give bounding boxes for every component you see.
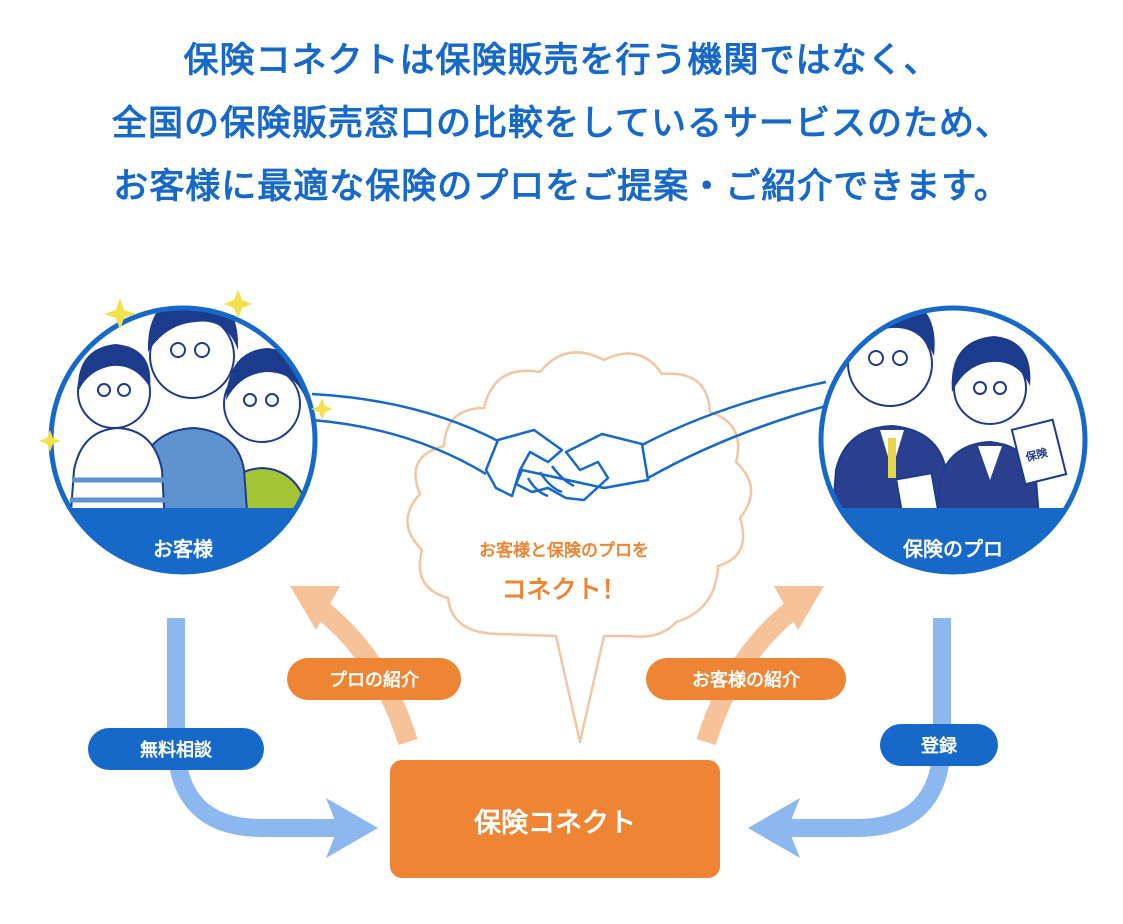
pro-circle: 保険 保険のプロ (818, 305, 1088, 575)
pro-book-label: 保険 (1023, 445, 1050, 464)
customer-circle: お客様 (39, 290, 333, 575)
bubble-line-1: お客様と保険のプロを (479, 540, 649, 561)
consultation-label: 無料相談 (140, 739, 213, 761)
connecting-arms (311, 380, 827, 480)
consultation-pill: 無料相談 (88, 728, 264, 770)
customer-intro-pill: お客様の紹介 (646, 658, 846, 700)
pro-intro-label: プロの紹介 (329, 669, 420, 691)
registration-pill: 登録 (880, 724, 998, 766)
hoken-connect-box: 保険コネクト (390, 760, 720, 878)
pro-label: 保険のプロ (902, 537, 1003, 561)
headline-line-2: 全国の保険販売窓口の比較をしているサービスのため、 (112, 104, 1011, 144)
bubble-line-2: コネクト！ (501, 575, 626, 604)
customer-label: お客様 (153, 537, 214, 561)
headline-line-1: 保険コネクトは保険販売を行う機関ではなく、 (183, 41, 940, 81)
customer-intro-label: お客様の紹介 (692, 669, 801, 691)
registration-label: 登録 (920, 735, 958, 757)
sparkle-icon (39, 290, 333, 452)
center-label: 保険コネクト (473, 808, 636, 839)
headline-line-3: お客様に最適な保険のプロをご提案・ご紹介できます。 (113, 167, 1010, 207)
headline: 保険コネクトは保険販売を行う機関ではなく、 全国の保険販売窓口の比較をしているサ… (0, 30, 1123, 219)
pro-intro-pill: プロの紹介 (287, 658, 461, 700)
handshake-icon (484, 428, 650, 502)
